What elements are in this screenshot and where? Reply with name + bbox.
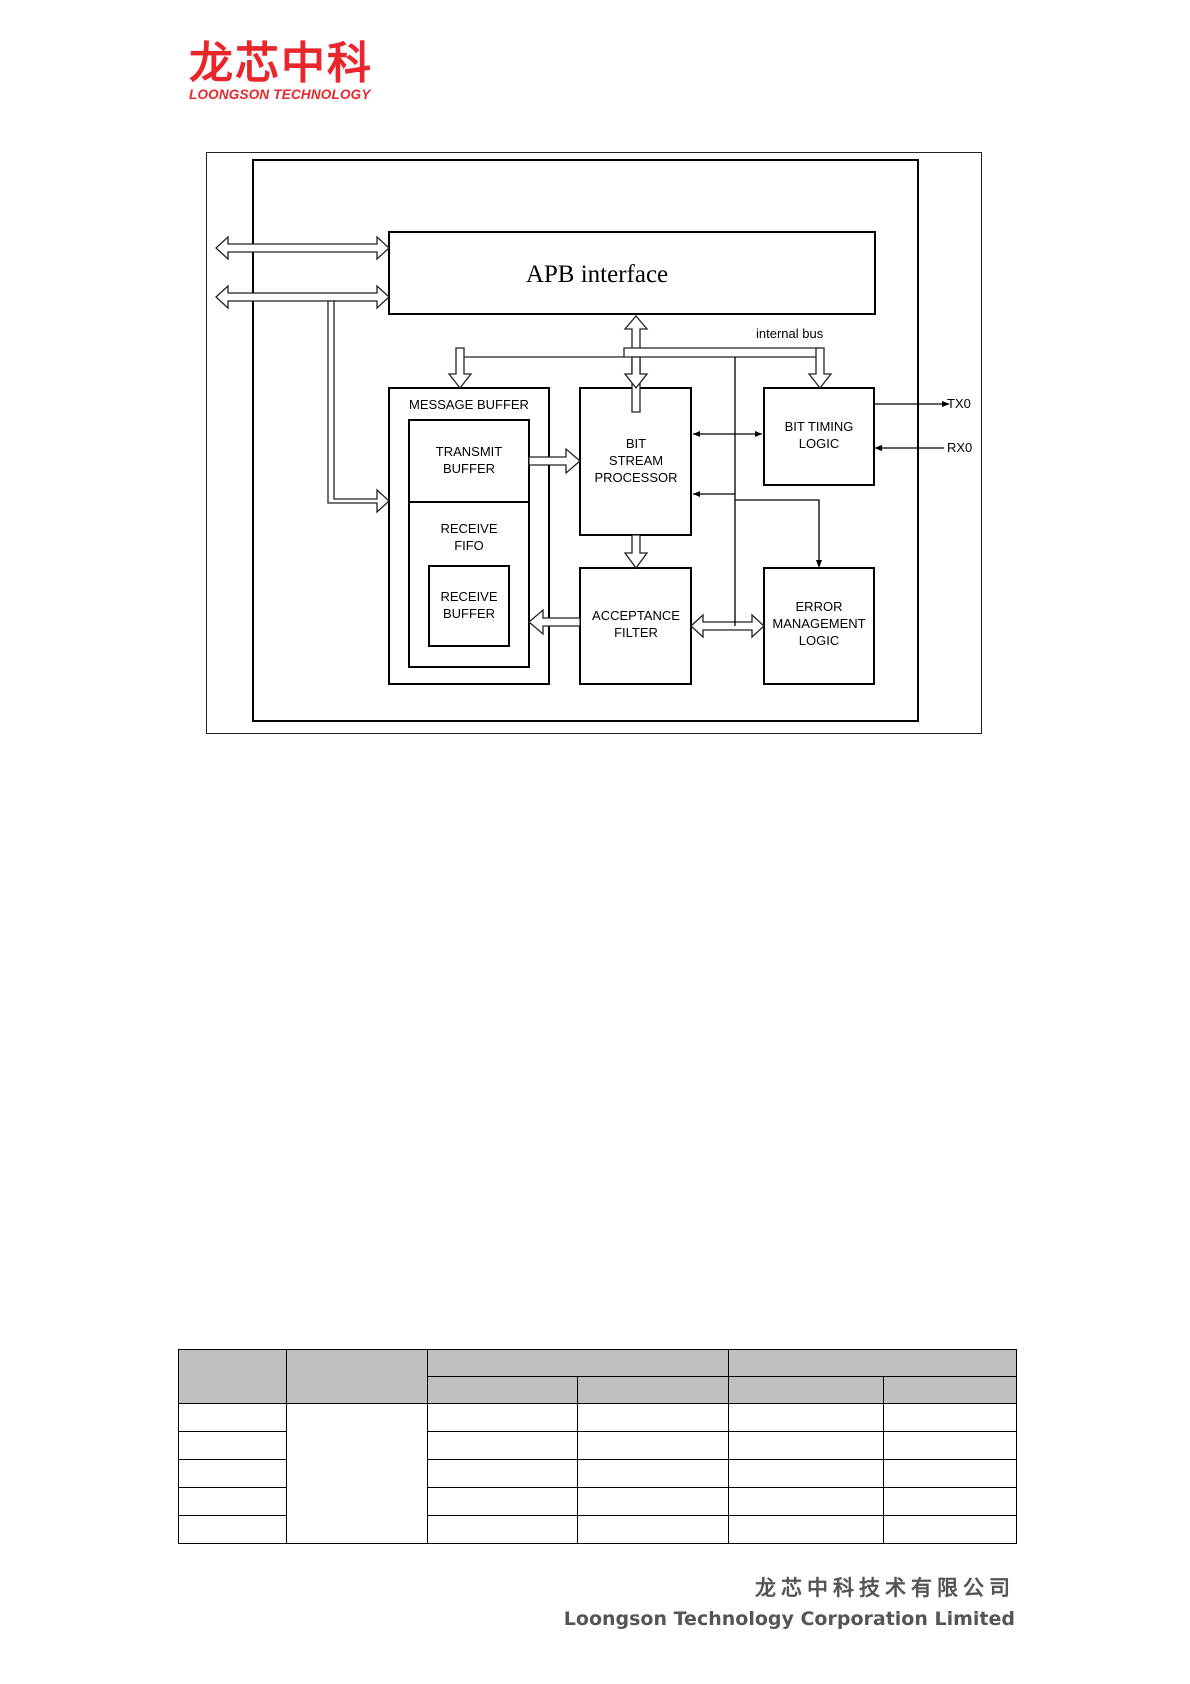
error-mgmt-label-2: MANAGEMENT	[772, 616, 865, 631]
receive-buffer-label-2: BUFFER	[443, 606, 495, 621]
table-cell	[577, 1515, 729, 1544]
table-header-cell	[286, 1349, 428, 1404]
table-row	[178, 1487, 1017, 1516]
footer-company-cn: 龙芯中科技术有限公司	[755, 1576, 1015, 1600]
table-cell	[728, 1403, 884, 1432]
table-header-cell	[178, 1349, 287, 1404]
internal-bus-label: internal bus	[756, 326, 824, 341]
internal-bus-horizontal	[459, 347, 821, 358]
company-logo: 龙芯中科 LOONGSON TECHNOLOGY	[189, 40, 404, 102]
table-cell	[577, 1403, 729, 1432]
table-cell	[178, 1459, 287, 1488]
can-controller-block-diagram: APB interface internal bus MESSAGE BUFFE…	[206, 152, 982, 734]
table-header-cell	[427, 1349, 729, 1377]
table-merged-cell	[286, 1403, 428, 1544]
rx0-label: RX0	[947, 440, 972, 455]
external-bus-arrow-1	[215, 235, 390, 261]
bit-timing-label-2: LOGIC	[799, 436, 839, 451]
table-cell	[728, 1431, 884, 1460]
bus-to-message-buffer-arrow	[447, 347, 473, 390]
logo-english-text: LOONGSON TECHNOLOGY	[189, 87, 371, 102]
bsp-label-1: BIT	[626, 436, 646, 451]
table-cell	[728, 1515, 884, 1544]
table-cell	[577, 1487, 729, 1516]
apb-interface-label: APB interface	[526, 261, 668, 288]
external-bus-arrow-2	[215, 284, 390, 310]
bit-timing-label-1: BIT TIMING	[785, 419, 854, 434]
receive-buffer-box	[428, 565, 510, 647]
table-cell	[883, 1403, 1017, 1432]
table-cell	[577, 1459, 729, 1488]
table-cell	[728, 1459, 884, 1488]
table-header-cell	[883, 1376, 1017, 1404]
bsp-label-2: STREAM	[609, 453, 663, 468]
table-cell	[883, 1487, 1017, 1516]
transmit-buffer-label-2: BUFFER	[443, 461, 495, 476]
receive-fifo-label-1: RECEIVE	[440, 521, 497, 536]
error-mgmt-label-1: ERROR	[796, 599, 843, 614]
error-mgmt-label-3: LOGIC	[799, 633, 839, 648]
filter-to-fifo-arrow	[528, 608, 581, 636]
table-cell	[427, 1459, 578, 1488]
table-header-cell	[427, 1376, 578, 1404]
bit-timing-logic-box	[763, 387, 875, 486]
table-cell	[427, 1431, 578, 1460]
filter-to-error-arrow	[690, 613, 765, 639]
table-header-cell	[577, 1376, 729, 1404]
bus-to-bit-timing-arrow	[807, 347, 833, 390]
table-cell	[883, 1515, 1017, 1544]
signal-to-error-mgmt	[735, 499, 820, 566]
message-buffer-label: MESSAGE BUFFER	[409, 397, 529, 412]
table-header-row	[178, 1349, 1017, 1404]
apb-interface-box	[388, 231, 876, 315]
transmit-buffer-label-1: TRANSMIT	[436, 444, 503, 459]
bus-to-bit-stream-arrow	[623, 356, 649, 390]
tx0-label: TX0	[947, 396, 971, 411]
message-buffer-box	[388, 387, 550, 685]
table-cell	[427, 1487, 578, 1516]
bsp-to-filter-arrow	[623, 534, 649, 570]
footer-company-en: Loongson Technology Corporation Limited	[563, 1608, 1015, 1630]
table-row	[178, 1403, 1017, 1544]
table-cell	[577, 1431, 729, 1460]
table-cell	[178, 1403, 287, 1432]
logo-chinese-text: 龙芯中科	[189, 38, 373, 89]
receive-buffer-label-1: RECEIVE	[440, 589, 497, 604]
table-subheader-row	[179, 1376, 1017, 1404]
table-cell	[178, 1515, 287, 1544]
table-cell	[427, 1403, 578, 1432]
transmit-to-bsp-arrow	[528, 447, 581, 475]
table-row	[178, 1515, 1017, 1544]
receive-fifo-box	[408, 501, 530, 668]
figure-frame	[206, 152, 982, 734]
table-header-cell	[728, 1376, 884, 1404]
controller-boundary	[252, 159, 919, 722]
bsp-label-3: PROCESSOR	[594, 470, 677, 485]
spec-table	[178, 1349, 1017, 1544]
table-cell	[883, 1459, 1017, 1488]
table-cell	[883, 1431, 1017, 1460]
table-cell	[427, 1515, 578, 1544]
acceptance-filter-label-2: FILTER	[614, 625, 658, 640]
table-header-cell	[728, 1349, 1017, 1377]
table-cell	[178, 1487, 287, 1516]
acceptance-filter-label-1: ACCEPTANCE	[592, 608, 680, 623]
apb-to-message-buffer-arrow	[327, 300, 390, 514]
table-cell	[178, 1431, 287, 1460]
table-cell	[728, 1487, 884, 1516]
page-footer: 龙芯中科技术有限公司 Loongson Technology Corporati…	[564, 1573, 1015, 1635]
receive-fifo-label-2: FIFO	[454, 538, 484, 553]
